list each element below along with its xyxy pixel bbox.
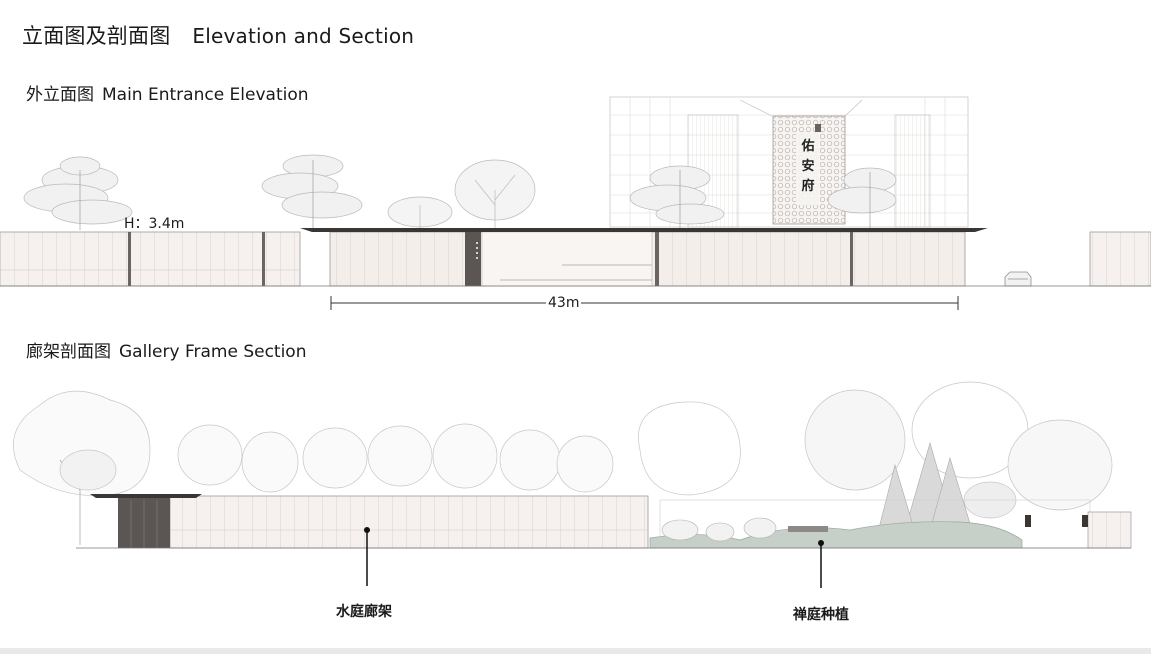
callout-zen-planting: 禅庭种植 [793, 607, 849, 623]
dimension-label: 43m [546, 295, 582, 311]
pavilion-roof [90, 494, 202, 498]
page-title: 立面图及剖面图 Elevation and Section [22, 20, 414, 50]
callout-leader-1 [364, 527, 370, 586]
callout-leader-2 [818, 540, 824, 588]
signage-char-1: 佑 [800, 138, 814, 154]
section-subtitle-en: Gallery Frame Section [119, 342, 307, 362]
left-boundary-wall [0, 231, 301, 287]
page-title-cn: 立面图及剖面图 [22, 24, 171, 48]
section-subtitle: 廊架剖面图 Gallery Frame Section [26, 337, 306, 362]
height-label: H：3.4m [124, 216, 185, 232]
callout-water-gallery: 水庭廊架 [336, 604, 392, 620]
conifer-trees [877, 441, 973, 533]
elevation-drawing: 佑 安 府 [0, 96, 1151, 310]
garden-bench [788, 526, 828, 532]
elevation-trees [23, 154, 897, 230]
signage-char-2: 安 [801, 158, 814, 174]
garden-shrubs [661, 517, 777, 542]
entrance-door [465, 232, 481, 286]
section-drawing [13, 381, 1132, 588]
bottom-divider [0, 648, 1151, 654]
signage-char-3: 府 [801, 178, 814, 194]
elevation-subtitle-en: Main Entrance Elevation [102, 85, 309, 105]
gallery-roof [300, 228, 988, 232]
section-trees [13, 381, 1113, 545]
elevation-subtitle: 外立面图 Main Entrance Elevation [26, 80, 309, 105]
entrance-gallery [300, 228, 988, 287]
car-icon [1004, 271, 1032, 287]
section-subtitle-cn: 廊架剖面图 [26, 342, 111, 362]
elevation-subtitle-cn: 外立面图 [26, 85, 94, 105]
page-title-en: Elevation and Section [192, 24, 415, 48]
dimension-line [330, 296, 959, 310]
zen-garden-mound [649, 521, 1023, 549]
